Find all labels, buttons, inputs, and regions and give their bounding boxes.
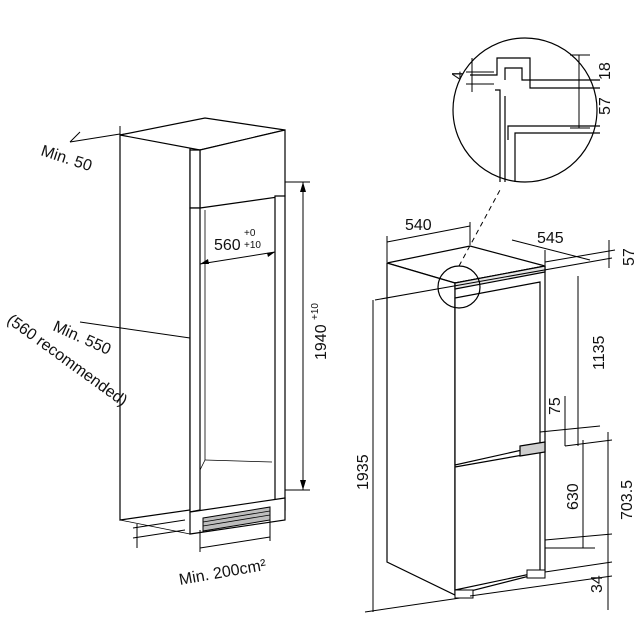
- freezer-door-height-label: 630: [565, 483, 582, 510]
- niche-width-dimension: [199, 251, 276, 265]
- front-foot: [454, 589, 474, 599]
- fridge-door: [454, 281, 541, 466]
- freezer-section-height-label: 703.5: [619, 480, 636, 520]
- appliance-width-label: 540: [405, 217, 432, 234]
- detail-dimensions: [466, 54, 590, 129]
- appliance-depth-label: 545: [537, 230, 564, 247]
- cabinet-right-wall: [274, 195, 286, 513]
- detail-callout: [437, 37, 600, 309]
- depth-dimension-line: [79, 321, 191, 339]
- niche-width-label: 560: [214, 237, 241, 254]
- appliance-side: [386, 262, 456, 596]
- min-top-clearance-label: Min. 50: [39, 143, 94, 175]
- door-gap-label: 75: [547, 397, 564, 415]
- niche-height-dimension: [285, 181, 310, 491]
- top-clearance-dimension: [69, 126, 121, 143]
- niche-height-tol: +10: [310, 303, 321, 320]
- cabinet-top-side: [189, 149, 201, 209]
- bottom-offset-dimension: [469, 555, 613, 610]
- freezer-section-height-dimension: [544, 432, 613, 568]
- bottom-offset-label: 34: [589, 575, 606, 593]
- cabinet-floor-line: [119, 519, 191, 535]
- niche-width-tol-upper: +0: [244, 228, 256, 239]
- appliance-top-offset-label: 57: [621, 248, 638, 266]
- cabinet-drawing: [79, 117, 286, 535]
- freezer-door: [454, 451, 541, 591]
- niche-width-tol-lower: +10: [244, 240, 261, 251]
- hinge-bracket: [519, 441, 546, 457]
- cabinet-left-wall: [189, 207, 201, 513]
- total-height-label: 1935: [355, 454, 372, 490]
- cabinet-inner-corner: [199, 459, 206, 471]
- niche-width-label-group: 560 +0 +10: [214, 228, 261, 254]
- vent-width-dimension: [132, 519, 271, 552]
- freezer-door-height-dimension: [545, 440, 595, 549]
- detail-top-thickness-label: 18: [597, 62, 614, 80]
- appliance-top-offset-dimension: [374, 240, 616, 301]
- door-gap-dimension: [539, 396, 601, 446]
- rear-foot: [526, 569, 546, 579]
- niche-height-label: 1940: [313, 324, 330, 360]
- total-height-dimension: [364, 300, 461, 613]
- appliance-drawing: [386, 245, 546, 599]
- detail-gap-label: 4: [450, 71, 467, 80]
- fridge-door-height-label: 1135: [591, 335, 608, 370]
- fridge-door-height-dimension: [564, 276, 613, 447]
- cabinet-inner-floor-edge: [204, 459, 273, 463]
- vent-area-label: Min. 200cm²: [178, 557, 268, 589]
- detail-door-offset-label: 57: [597, 97, 614, 115]
- appliance-width-dimension: [386, 222, 471, 262]
- niche-height-label-group: 1940 +10: [310, 303, 330, 360]
- cabinet-back-panel: [119, 122, 191, 521]
